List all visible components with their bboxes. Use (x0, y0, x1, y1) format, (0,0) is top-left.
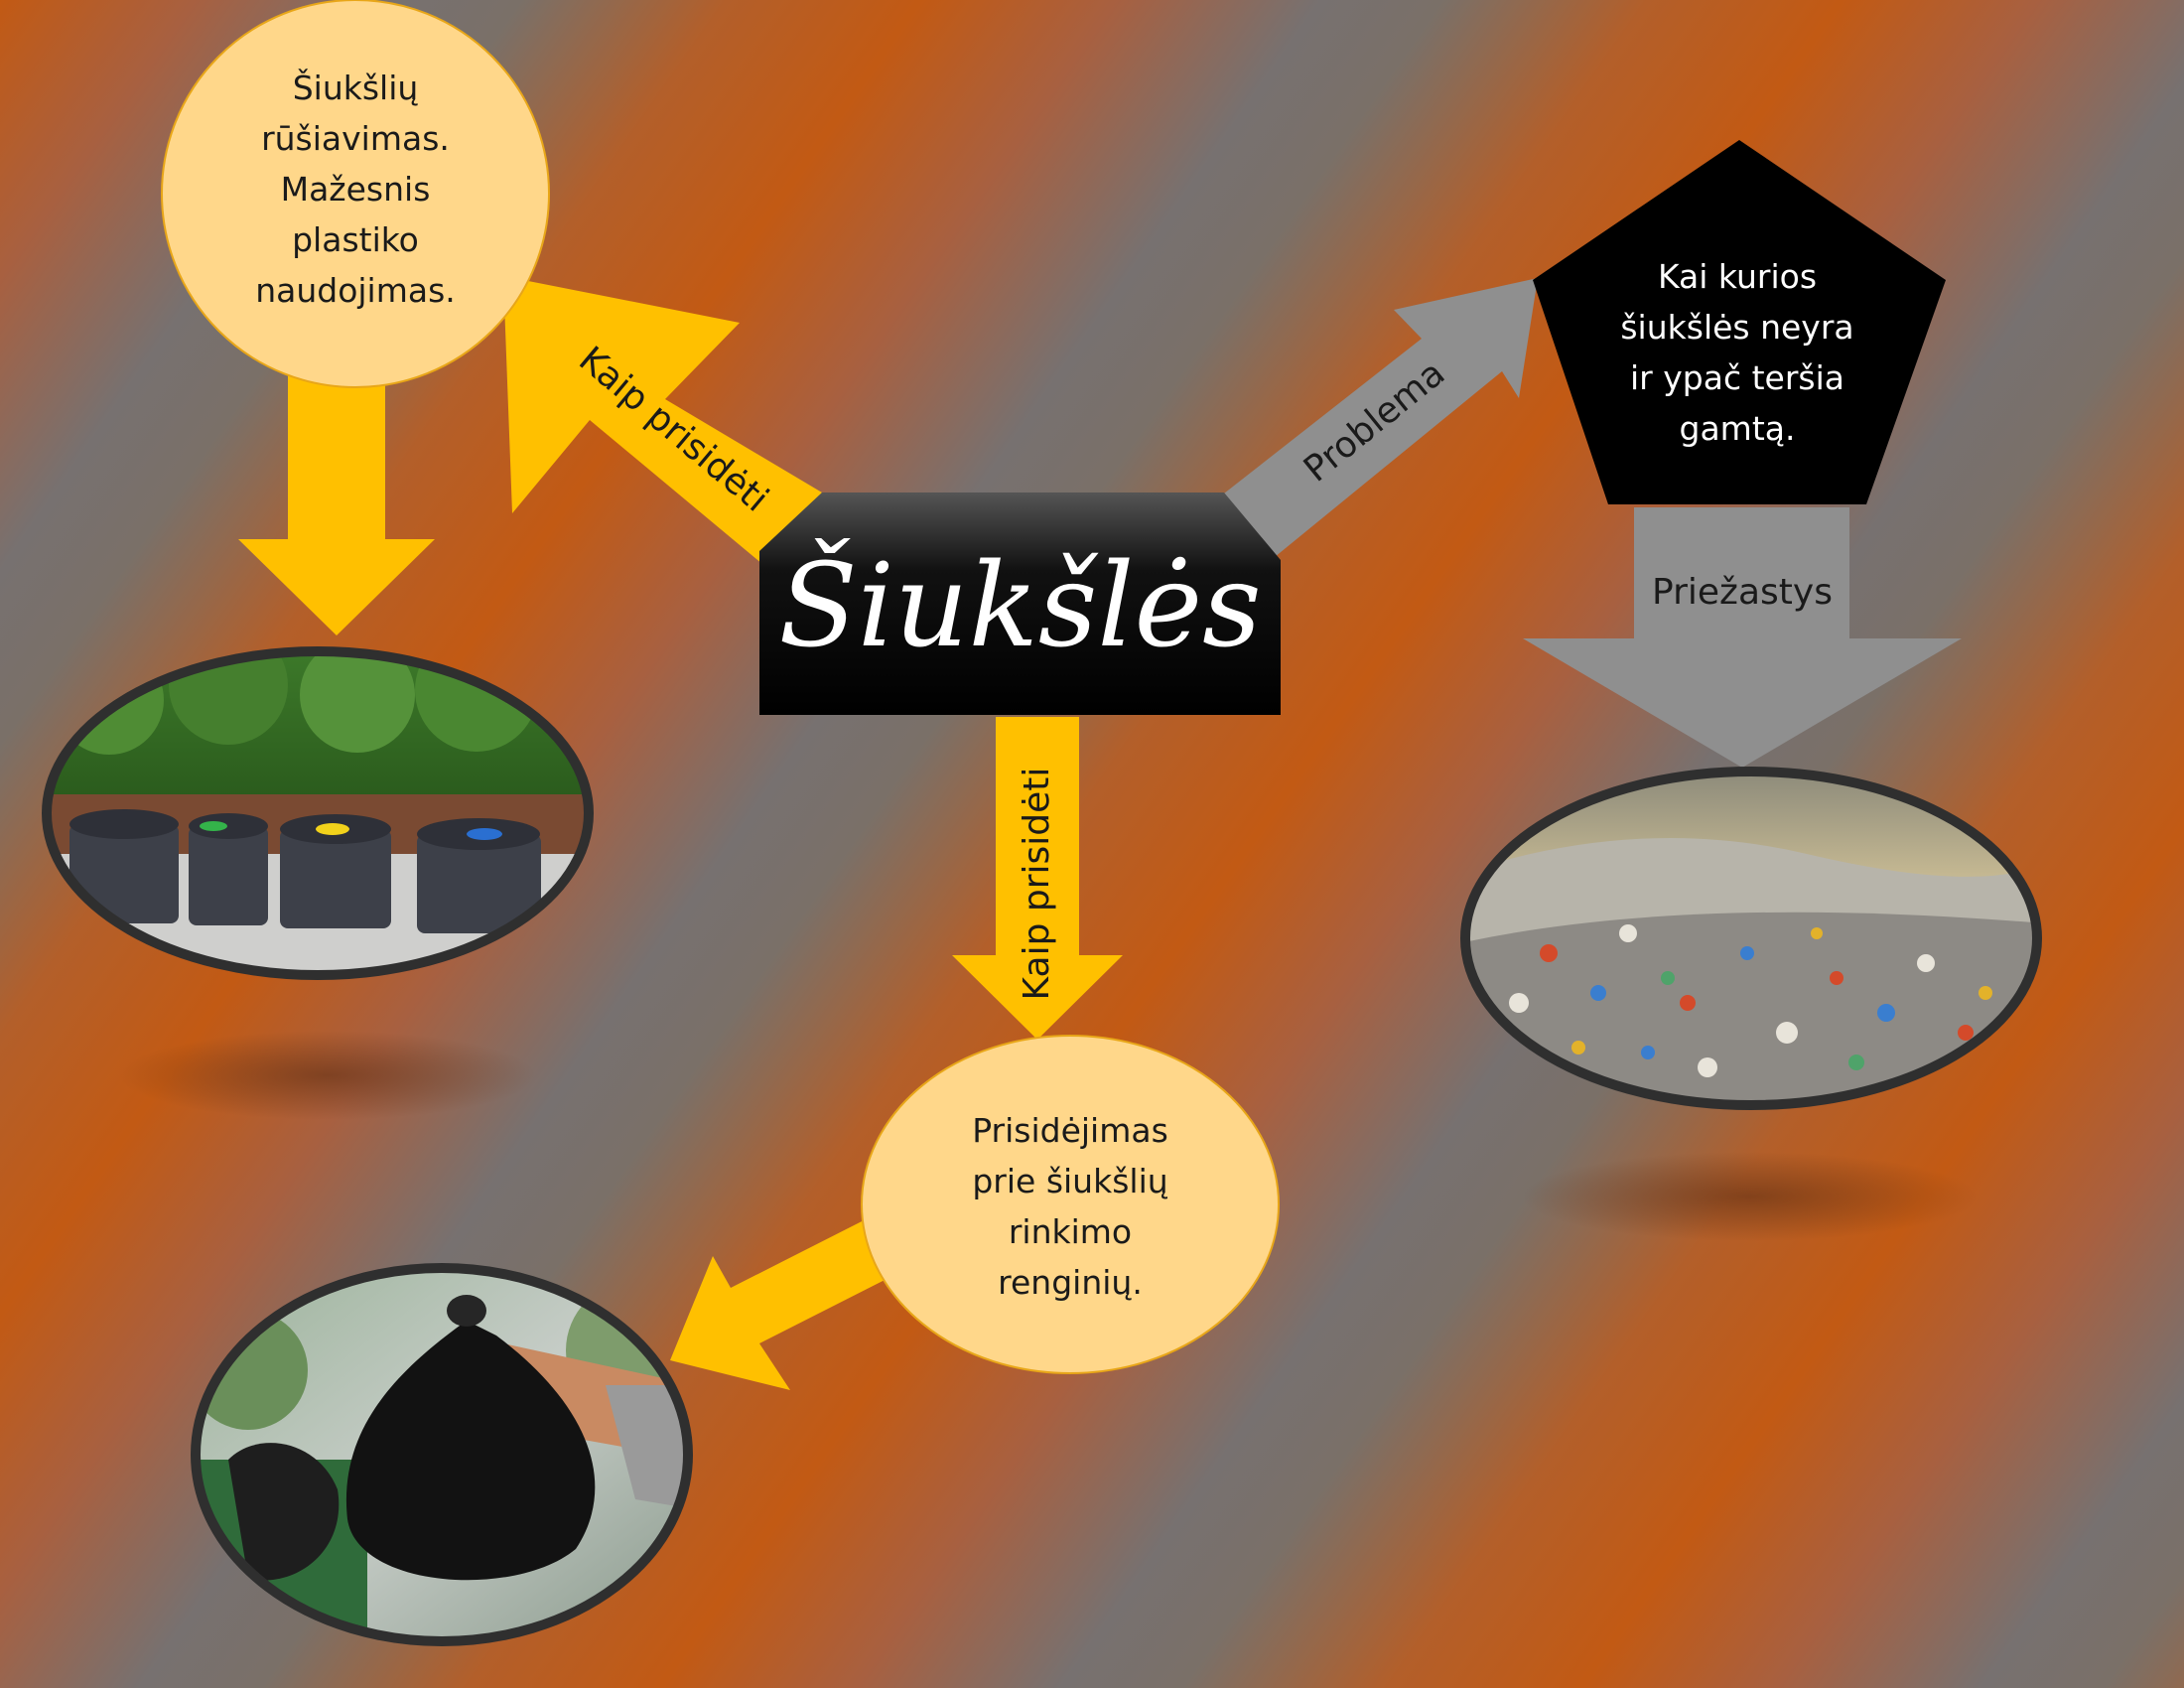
arrow-how-to-help-up (503, 276, 822, 564)
arrow-how-to-help-down (952, 717, 1123, 1040)
cleanup-circle (861, 1035, 1280, 1374)
problem-pentagon (1533, 140, 1946, 504)
arrow-label-how-to-help-down: Kaip prisidėti (1017, 767, 1057, 1001)
center-title-box (759, 492, 1281, 715)
center-title: Šiukšlės (778, 538, 1262, 673)
arrow-cleanup-to-bag (670, 1216, 900, 1390)
shadow-left (119, 1031, 536, 1120)
sorting-circle (161, 0, 550, 388)
recycling-bins-photo (42, 646, 594, 980)
cleanup-text: Prisidėjimas prie šiukšlių rinkimo rengi… (972, 1111, 1168, 1302)
sorting-text: Šiukšlių rūšiavimas. Mažesnis plastiko n… (255, 68, 456, 310)
arrow-sorting-to-bins (238, 357, 435, 635)
shadow-right (1521, 1152, 1978, 1241)
arrow-causes (1523, 507, 1962, 768)
landfill-photo (1460, 767, 2042, 1110)
arrow-problem (1224, 278, 1538, 557)
arrow-label-causes: Priežastys (1652, 572, 1833, 613)
problem-text: Kai kurios šiukšlės neyra ir ypač teršia… (1620, 257, 1854, 448)
garbage-bag-photo (191, 1263, 693, 1646)
